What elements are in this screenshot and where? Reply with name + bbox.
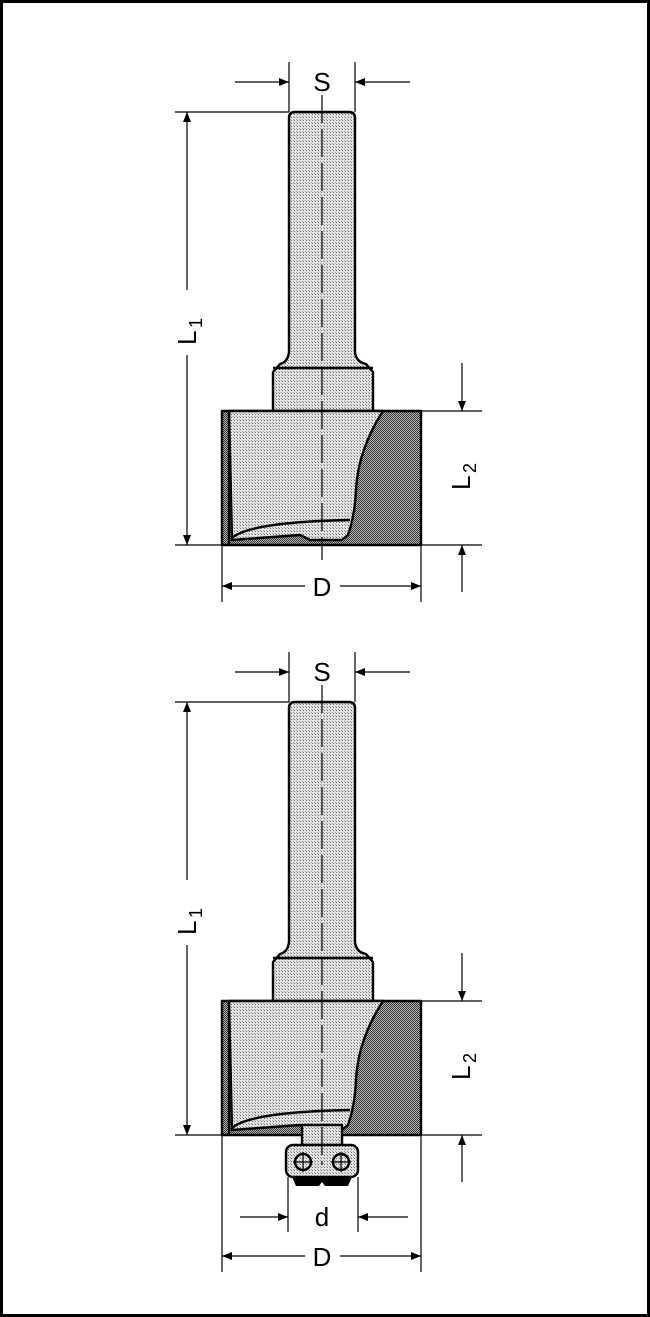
shank-dimension: S bbox=[235, 62, 410, 112]
total-length-dimension: L 1 bbox=[172, 701, 289, 1136]
total-length-label: L bbox=[172, 921, 202, 935]
cut-length-dimension: L 2 bbox=[421, 953, 482, 1182]
figure-cutter-with-bearing: S L 1 L 2 bbox=[172, 652, 482, 1272]
total-length-subscript: 1 bbox=[186, 908, 206, 918]
diameter-label: D bbox=[313, 1242, 332, 1272]
cut-length-subscript: 2 bbox=[460, 1053, 480, 1063]
screw-icon bbox=[293, 1152, 313, 1172]
figure-cutter-without-bearing: S L 1 L 2 bbox=[172, 62, 482, 602]
cut-length-subscript: 2 bbox=[460, 463, 480, 473]
bearing-diameter-label: d bbox=[315, 1202, 329, 1232]
screw-icon bbox=[331, 1152, 351, 1172]
cut-length-dimension: L 2 bbox=[421, 363, 482, 592]
bearing-diameter-dimension: d bbox=[240, 1177, 408, 1232]
shank-label: S bbox=[313, 67, 330, 97]
diameter-dimension: D bbox=[221, 1135, 422, 1272]
diameter-dimension: D bbox=[221, 545, 422, 602]
total-length-label: L bbox=[172, 331, 202, 345]
total-length-dimension: L 1 bbox=[172, 111, 289, 546]
shank-dimension: S bbox=[235, 652, 410, 702]
shank-label: S bbox=[313, 657, 330, 687]
cut-length-label: L bbox=[446, 476, 476, 490]
diameter-label: D bbox=[313, 572, 332, 602]
total-length-subscript: 1 bbox=[186, 318, 206, 328]
cut-length-label: L bbox=[446, 1066, 476, 1080]
